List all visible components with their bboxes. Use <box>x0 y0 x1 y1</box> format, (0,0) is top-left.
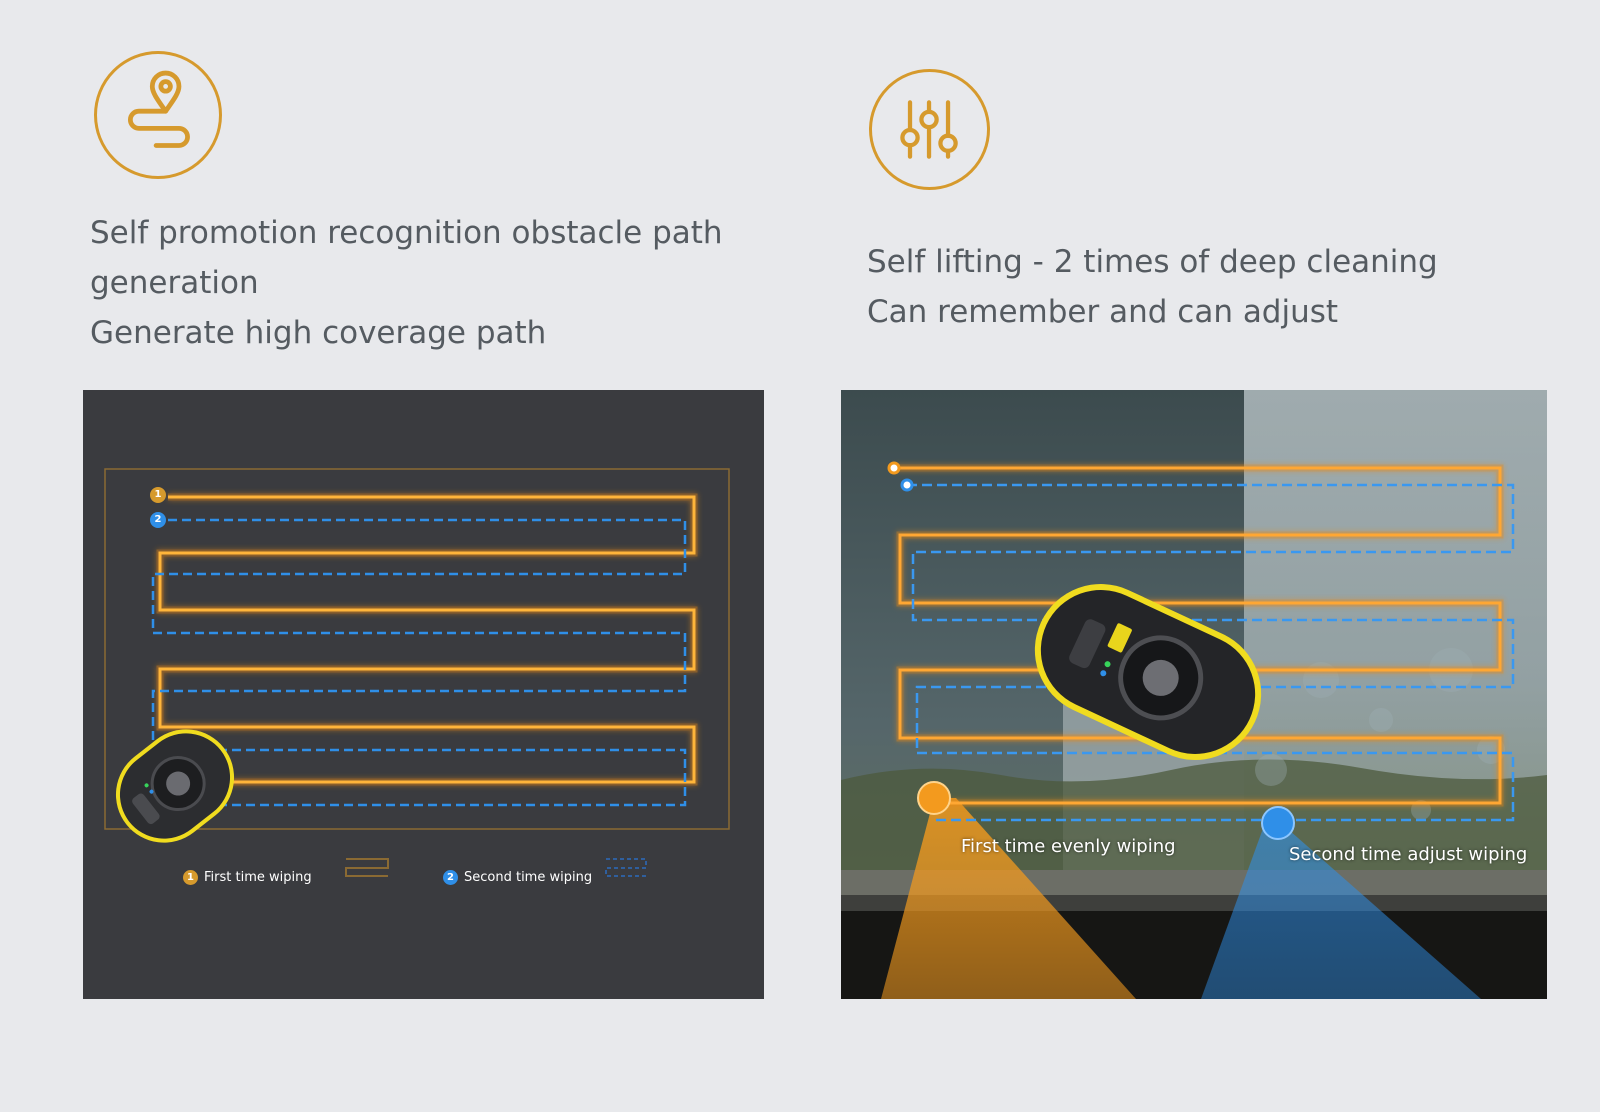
window-robot-image <box>115 729 235 843</box>
legend-first-number: 1 <box>183 870 198 885</box>
photo-label-second: Second time adjust wiping <box>1289 844 1528 865</box>
legend-second-label: Second time wiping <box>464 870 593 885</box>
legend-first-label: First time wiping <box>204 870 312 885</box>
window-cleaning-photo-panel: First time evenly wiping Second time adj… <box>841 390 1547 999</box>
window-cleaning-photo <box>841 390 1547 999</box>
right-feature-heading: Self lifting - 2 times of deep cleaning … <box>867 237 1438 337</box>
marker-second-number: 2 <box>154 514 162 525</box>
left-feature-heading: Self promotion recognition obstacle path… <box>90 208 723 358</box>
left-heading-line-2: generation <box>90 265 259 301</box>
legend-second-wiping: 2 Second time wiping <box>443 870 592 885</box>
sliders-icon <box>869 69 990 190</box>
marker-first-number: 1 <box>154 489 162 500</box>
map-pin-path-icon <box>94 51 222 179</box>
left-heading-line-1: Self promotion recognition obstacle path <box>90 215 723 251</box>
path-diagram-panel: 1 2 1 First time wiping 2 Second time wi… <box>83 390 764 999</box>
path-diagram-graphic <box>104 468 730 877</box>
window-robot-photo <box>1034 584 1262 760</box>
right-heading-line-2: Can remember and can adjust <box>867 294 1339 330</box>
legend-first-wiping: 1 First time wiping <box>183 870 312 885</box>
left-heading-line-3: Generate high coverage path <box>90 315 547 351</box>
legend-second-number: 2 <box>443 870 458 885</box>
photo-label-first: First time evenly wiping <box>961 836 1176 857</box>
right-heading-line-1: Self lifting - 2 times of deep cleaning <box>867 244 1438 280</box>
